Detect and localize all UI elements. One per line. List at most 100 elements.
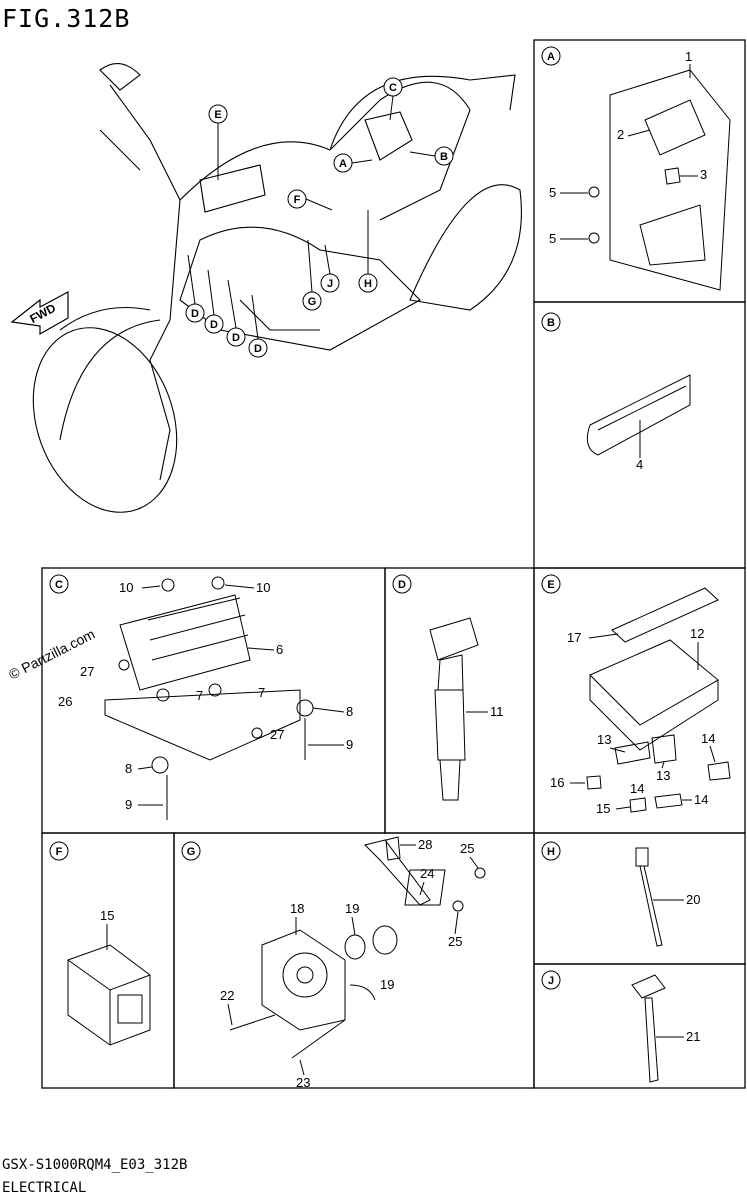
figure-title: FIG.312B (2, 4, 131, 33)
panel-e-drawing (586, 587, 731, 813)
svg-text:A: A (547, 51, 555, 63)
panel-a-drawing (588, 69, 731, 291)
section-name: ELECTRICAL (2, 1180, 87, 1196)
fwd-arrow: FWD (10, 290, 69, 336)
svg-text:B: B (547, 317, 555, 329)
part-6: 6 (276, 642, 283, 657)
part-25b: 25 (448, 934, 462, 949)
panel-letter-f: F (49, 841, 69, 861)
panel-c-drawing (104, 576, 314, 820)
part-5a: 5 (549, 185, 556, 200)
callout-g: G (302, 239, 322, 311)
part-22: 22 (220, 988, 234, 1003)
panel-c-parts: 10 10 6 27 26 7 7 8 9 27 8 9 (58, 580, 353, 812)
svg-text:E: E (547, 579, 554, 591)
panel-letter-e: E (541, 574, 561, 594)
part-20: 20 (686, 892, 700, 907)
part-13b: 13 (656, 768, 670, 783)
part-16b: 15 (596, 801, 610, 816)
figure-code: GSX-S1000RQM4_E03_312B (2, 1157, 188, 1173)
panel-frames (41, 39, 746, 1089)
part-25a: 25 (460, 841, 474, 856)
svg-text:G: G (187, 846, 196, 858)
svg-text:D: D (232, 332, 240, 344)
svg-text:D: D (191, 308, 199, 320)
part-12: 12 (690, 626, 704, 641)
svg-text:C: C (55, 579, 63, 591)
panel-letters: A B C D E F G H J (49, 46, 561, 990)
part-10b: 10 (256, 580, 270, 595)
panel-g-parts: 28 25 24 18 19 25 19 22 23 (220, 837, 479, 1090)
callout-d3: D (226, 279, 246, 347)
panel-letter-a: A (541, 46, 561, 66)
callout-a: A (333, 153, 373, 173)
panel-letter-c: C (49, 574, 69, 594)
overview-callouts: E C A B F H J G D D D D (185, 77, 454, 358)
callout-d4: D (248, 294, 268, 358)
part-4: 4 (636, 457, 643, 472)
panel-h-drawing (635, 847, 663, 947)
part-9a: 9 (346, 737, 353, 752)
panel-e-parts: 17 12 13 14 13 16 14 14 15 (550, 626, 716, 816)
part-7b: 7 (258, 685, 265, 700)
svg-text:D: D (254, 343, 262, 355)
panel-d-parts: 11 (466, 704, 504, 719)
svg-text:D: D (210, 319, 218, 331)
motorcycle-overview (32, 63, 522, 513)
svg-text:F: F (294, 194, 301, 206)
part-19b: 19 (380, 977, 394, 992)
part-3: 3 (700, 167, 707, 182)
callout-d1: D (185, 254, 205, 323)
svg-text:J: J (327, 278, 333, 290)
part-27b: 27 (270, 727, 284, 742)
panel-f-drawing (67, 944, 151, 1046)
svg-text:B: B (440, 151, 448, 163)
panel-j-parts: 21 (656, 1029, 700, 1044)
callout-j: J (320, 244, 340, 293)
part-14a: 14 (701, 731, 715, 746)
svg-text:D: D (398, 579, 406, 591)
part-10a: 10 (119, 580, 133, 595)
part-2: 2 (617, 127, 624, 142)
part-9b: 9 (125, 797, 132, 812)
panel-a-parts: 1 2 3 5 5 (549, 49, 707, 246)
part-16a: 16 (550, 775, 564, 790)
part-15: 15 (100, 908, 114, 923)
svg-text:A: A (339, 158, 347, 170)
svg-text:J: J (548, 975, 554, 987)
callout-e: E (208, 104, 228, 180)
part-14b: 14 (630, 781, 644, 796)
part-11: 11 (490, 704, 504, 719)
part-21: 21 (686, 1029, 700, 1044)
part-26: 26 (58, 694, 72, 709)
panel-letter-d: D (392, 574, 412, 594)
svg-text:E: E (214, 109, 221, 121)
callout-d2: D (204, 269, 224, 334)
callout-f: F (287, 189, 333, 211)
part-18: 18 (290, 901, 304, 916)
panel-j-drawing (631, 974, 666, 1083)
part-14c: 14 (694, 792, 708, 807)
callout-c: C (383, 77, 403, 121)
panel-letter-b: B (541, 312, 561, 332)
svg-text:C: C (389, 82, 397, 94)
svg-text:H: H (547, 846, 555, 858)
part-24: 24 (420, 866, 434, 881)
svg-text:G: G (308, 296, 317, 308)
panel-f-parts: 15 (100, 908, 114, 950)
part-28: 28 (418, 837, 432, 852)
part-7a: 7 (196, 688, 203, 703)
part-8a: 8 (346, 704, 353, 719)
panel-letter-g: G (181, 841, 201, 861)
part-1: 1 (685, 49, 692, 64)
svg-text:F: F (56, 846, 63, 858)
panel-b-drawing (586, 374, 691, 456)
part-19a: 19 (345, 901, 359, 916)
part-23: 23 (296, 1075, 310, 1090)
panel-letter-h: H (541, 841, 561, 861)
panel-d-drawing (429, 617, 479, 801)
part-13a: 13 (597, 732, 611, 747)
part-8b: 8 (125, 761, 132, 776)
part-5b: 5 (549, 231, 556, 246)
